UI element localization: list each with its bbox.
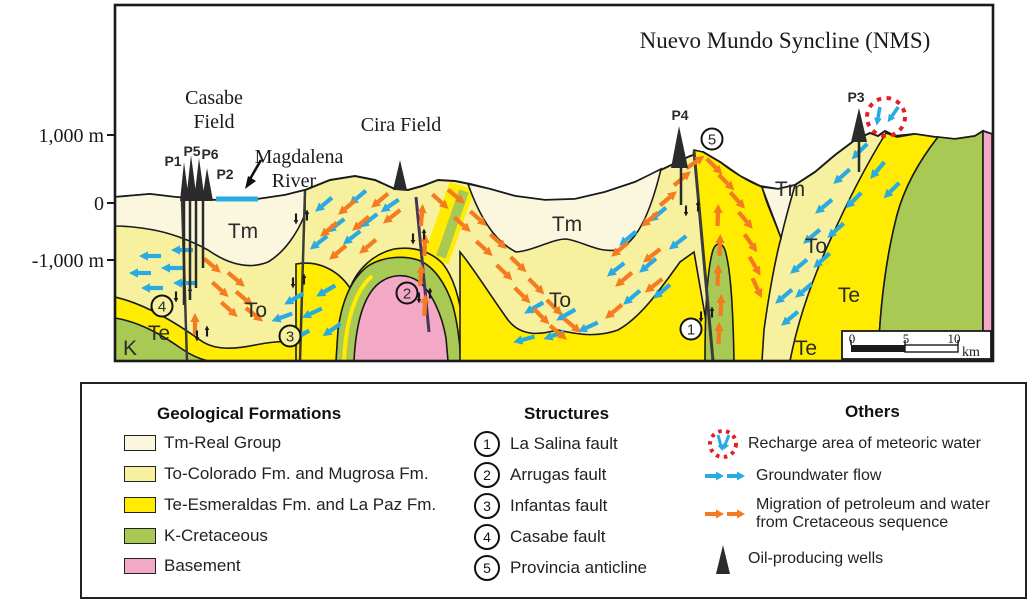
tm-label-center: Tm (552, 213, 582, 236)
marker-casabe-fault: 4 (150, 294, 174, 318)
to-label-left: To (245, 299, 267, 322)
circle-2-icon: 2 (474, 462, 500, 488)
legend-item-to: To-Colorado Fm. and Mugrosa Fm. (124, 464, 429, 484)
cross-section-svg: 1,000 m 0 -1,000 m Nuevo Mundo Syncline … (32, 3, 995, 363)
scale-5: 5 (903, 331, 910, 346)
svg-text:2: 2 (403, 286, 411, 303)
legend-item-recharge: Recharge area of meteoric water (704, 426, 981, 462)
structure-markers: 1 2 3 4 5 (150, 127, 724, 348)
well-p2-icon (202, 168, 213, 201)
tm-label-left: Tm (228, 220, 258, 243)
fault-line-la-salina (692, 150, 715, 361)
formation-basement-right (982, 129, 993, 361)
legend-item-te: Te-Esmeraldas Fm. and La Paz Fm. (124, 495, 436, 515)
circle-5-icon: 5 (474, 555, 500, 581)
te-swatch (124, 497, 156, 513)
tm-label-right: Tm (775, 178, 805, 201)
legend-item-tm: Tm-Real Group (124, 433, 281, 453)
k-swatch (124, 528, 156, 544)
river-pointer-arrow (245, 159, 263, 189)
legend-item-infantas: 3 Infantas fault (474, 493, 607, 519)
marker-provincia-anticline: 5 (700, 127, 724, 151)
legend-item-wells: Oil-producing wells (704, 542, 883, 576)
recharge-area-circle (865, 96, 907, 138)
axis-ticks (107, 134, 115, 261)
well-label-p6: P6 (201, 146, 218, 162)
well-label-p1: P1 (164, 153, 181, 169)
te-label-left: Te (148, 322, 170, 345)
marker-arrugas-fault: 2 (395, 281, 419, 305)
legend-formations-column: Geological Formations Tm-Real Group To-C… (102, 384, 436, 597)
legend-item-la-salina: 1 La Salina fault (474, 431, 618, 457)
scale-unit: km (962, 345, 980, 360)
groundwater-flow-icon (705, 471, 745, 481)
scale-bar: 0 5 10 km (841, 330, 992, 360)
recharge-icon (708, 429, 738, 459)
svg-text:1: 1 (687, 322, 695, 339)
marker-la-salina-fault: 1 (679, 317, 703, 341)
geology-layers (115, 105, 993, 361)
circle-1-icon: 1 (474, 431, 500, 457)
to-swatch (124, 466, 156, 482)
legend-box: Geological Formations Tm-Real Group To-C… (80, 382, 1027, 599)
legend-item-basement: Basement (124, 556, 241, 576)
well-p5-icon (186, 155, 197, 201)
well-p4-icon (671, 126, 688, 168)
oil-well-triangles (180, 108, 867, 201)
circle-3-icon: 3 (474, 493, 500, 519)
section-title: Nuevo Mundo Syncline (NMS) (640, 28, 931, 53)
casabe-field-label-2: Field (193, 111, 234, 133)
to-label-center: To (549, 289, 571, 312)
casabe-field-label-1: Casabe (185, 87, 243, 109)
legend-item-provincia: 5 Provincia anticline (474, 555, 647, 581)
scale-10: 10 (948, 331, 961, 346)
te-label-bottom: Te (795, 337, 817, 360)
legend-item-groundwater: Groundwater flow (704, 467, 881, 485)
te-label-right: Te (838, 284, 860, 307)
legend-formations-heading: Geological Formations (157, 404, 342, 423)
axis-label-minus1000m: -1,000 m (32, 250, 105, 272)
formation-tm-right-wedge (760, 183, 797, 241)
migration-arrow-icon (705, 509, 745, 519)
cira-rim-yellow-stripe (342, 274, 374, 361)
well-label-p2: P2 (216, 166, 233, 182)
well-cira-icon (393, 160, 407, 190)
cira-field-label: Cira Field (361, 114, 442, 136)
legend-others-column: Others Recharge area of meteoric water G… (700, 384, 1022, 597)
svg-text:5: 5 (708, 132, 716, 149)
legend-item-arrugas: 2 Arrugas fault (474, 462, 606, 488)
casabe-well-stems (182, 142, 861, 305)
well-p1-icon (180, 162, 189, 201)
legend-others-heading: Others (845, 402, 900, 421)
well-label-p4: P4 (671, 107, 688, 123)
marker-infantas-fault: 3 (278, 324, 302, 348)
legend-item-migration: Migration of petroleum and water from Cr… (704, 496, 1016, 532)
oil-well-icon (716, 545, 730, 574)
legend-structures-heading: Structures (524, 404, 610, 423)
axis-label-0: 0 (94, 193, 104, 215)
legend-structures-column: Structures 1 La Salina fault 2 Arrugas f… (472, 384, 702, 597)
svg-text:4: 4 (158, 299, 166, 316)
basement-swatch (124, 558, 156, 574)
circle-4-icon: 4 (474, 524, 500, 550)
to-label-right: To (805, 235, 827, 258)
axis-label-1000m: 1,000 m (38, 125, 104, 147)
legend-item-k: K-Cretaceous (124, 526, 268, 546)
flow-arrows (129, 105, 901, 345)
magdalena-river-label-1: Magdalena (255, 146, 344, 168)
legend-item-casabe-fault: 4 Casabe fault (474, 524, 605, 550)
well-label-p5: P5 (183, 143, 200, 159)
well-p3-icon (851, 108, 867, 142)
well-p6-icon (194, 158, 205, 201)
tm-swatch (124, 435, 156, 451)
magdalena-river-label-2: River (272, 170, 317, 192)
fault-line-arrugas (414, 196, 431, 333)
section-frame (113, 3, 995, 363)
svg-text:3: 3 (286, 329, 294, 346)
scale-0: 0 (849, 331, 856, 346)
well-label-p3: P3 (847, 89, 864, 105)
k-label-left: K (123, 337, 137, 360)
